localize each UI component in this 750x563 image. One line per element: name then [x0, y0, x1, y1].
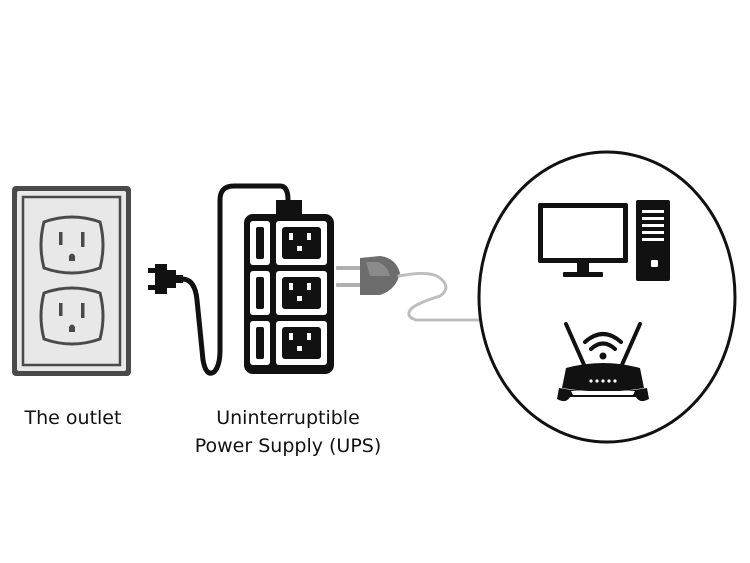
ups-label-line2: Power Supply (UPS) [194, 435, 382, 457]
power-plug-icon [148, 264, 183, 294]
ups-label-line1: Uninterruptible [216, 407, 360, 429]
input-cord [179, 183, 291, 376]
power-strip-icon [244, 200, 334, 374]
outlet-label: The outlet [24, 407, 122, 429]
wall-outlet-icon [12, 186, 131, 376]
ups-output-plug-icon [336, 256, 400, 295]
output-cord [397, 271, 480, 322]
ups-label: Uninterruptible Power Supply (UPS) [176, 404, 400, 460]
wifi-router-icon [557, 322, 649, 402]
desktop-computer-icon [538, 200, 670, 281]
devices-circle [477, 150, 737, 444]
